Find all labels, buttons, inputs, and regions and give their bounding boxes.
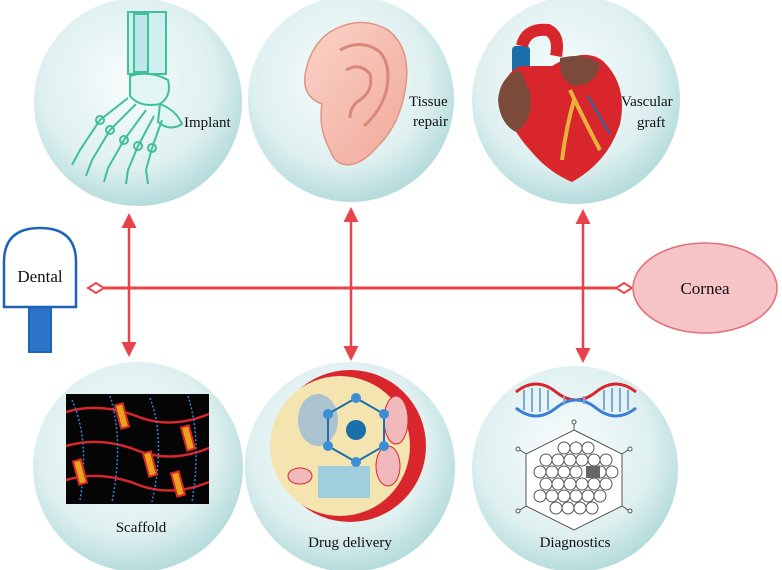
cornea-label: Cornea xyxy=(680,279,730,298)
scaffold-label: Scaffold xyxy=(116,520,167,536)
diagnostics-node: Diagnostics xyxy=(472,366,678,570)
drug-delivery-label: Drug delivery xyxy=(308,535,392,551)
drug-delivery-node: Drug delivery xyxy=(245,362,455,570)
dental-node: Dental xyxy=(2,226,78,353)
implant-label: Implant xyxy=(184,115,231,131)
dental-crown-icon xyxy=(2,226,78,309)
cell-icon xyxy=(270,370,426,522)
implant-node: Implant xyxy=(34,0,242,206)
scaffold-node: Scaffold xyxy=(33,362,243,570)
right-diamond-icon xyxy=(614,281,634,295)
tissue-repair-node: Tissue repair xyxy=(248,0,454,202)
ear-icon xyxy=(304,21,408,166)
tissue-repair-label: Tissue repair xyxy=(409,94,451,130)
heart-icon xyxy=(498,23,622,183)
dental-label: Dental xyxy=(17,267,63,286)
foot-bone-icon xyxy=(71,11,184,185)
vascular-graft-node: Vascular graft xyxy=(472,0,680,204)
dna-nanostructure-icon xyxy=(515,382,637,531)
dental-post-icon xyxy=(28,305,52,353)
vascular-graft-label: Vascular graft xyxy=(621,94,676,131)
cornea-node: Cornea xyxy=(632,242,778,334)
connector-lines xyxy=(86,207,634,363)
diagnostics-label: Diagnostics xyxy=(540,535,611,551)
fiber-scaffold-icon xyxy=(65,394,210,504)
left-diamond-icon xyxy=(86,281,106,295)
